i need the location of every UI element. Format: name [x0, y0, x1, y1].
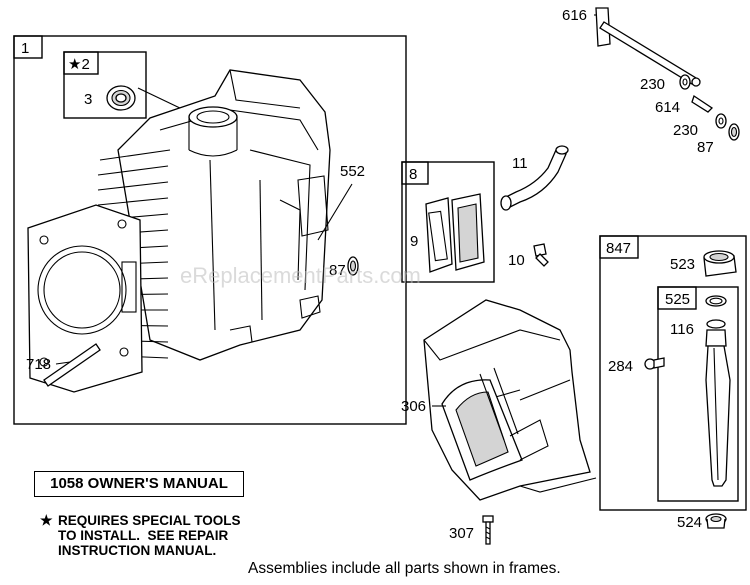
frame-engine-block-tag	[13, 35, 43, 59]
frame-bearing-kit-number: ★2	[68, 56, 90, 73]
label-part-seal-block: 87	[329, 262, 346, 279]
label-part-air-guide: 306	[401, 398, 426, 415]
label-part-washer-upper: 230	[640, 76, 665, 93]
label-part-dowel-pin: 718	[26, 356, 51, 373]
star-icon: ★	[40, 512, 53, 528]
dipstick-tube-part	[705, 319, 731, 487]
special-tools-note-line-1: REQUIRES SPECIAL TOOLS	[58, 513, 241, 528]
frame-dipstick-assembly	[599, 235, 747, 511]
o-ring-part	[705, 295, 727, 307]
dowel-pin-part	[43, 343, 101, 387]
label-part-retainer: 614	[655, 99, 680, 116]
frame-dipstick-assembly-tag	[599, 235, 639, 259]
label-part-bearing: 3	[84, 91, 92, 108]
label-part-tube-screw: 284	[608, 358, 633, 375]
frame-dipstick-tube-kit-tag	[657, 286, 697, 310]
frame-bearing-kit-tag	[63, 51, 99, 75]
frame-dipstick-tube-kit-number: 525	[665, 291, 690, 308]
label-part-o-ring: 116	[670, 321, 694, 338]
label-part-dipstick-cap: 523	[670, 256, 695, 273]
frame-dipstick-tube-kit	[657, 286, 739, 502]
screw-part	[533, 243, 549, 267]
frame-engine-block	[13, 35, 407, 425]
special-tools-note-line-3: INSTRUCTION MANUAL.	[58, 543, 217, 558]
label-part-washer-lower: 230	[673, 122, 698, 139]
gasket-part	[425, 197, 453, 273]
label-part-tube-grommet: 524	[677, 514, 702, 531]
seal-right-part	[728, 123, 740, 141]
washer-upper-part	[679, 74, 691, 90]
special-tools-note-line-2: TO INSTALL. SEE REPAIR	[58, 528, 229, 543]
frame-bearing-kit	[63, 51, 147, 119]
owners-manual-label: 1058 OWNER'S MANUAL	[34, 471, 244, 497]
engine-block-part	[27, 69, 331, 393]
air-guide-part	[423, 299, 597, 501]
frame-gasket-kit-number: 8	[409, 166, 417, 183]
frame-gasket-kit-tag	[401, 161, 429, 185]
breather-rod-part	[595, 7, 701, 87]
air-guide-screw-part	[482, 515, 494, 545]
label-part-breather-tube: 11	[512, 155, 528, 172]
breather-tube-part	[500, 145, 569, 211]
bearing-part	[106, 85, 136, 111]
frames-caption: Assemblies include all parts shown in fr…	[248, 560, 561, 577]
leader-dowel-pin	[55, 361, 71, 365]
washer-lower-part	[715, 113, 727, 129]
label-part-screw: 10	[508, 252, 525, 269]
label-part-stud: 552	[340, 163, 365, 180]
tube-screw-part	[644, 357, 665, 370]
seal-block-part	[347, 256, 359, 276]
label-part-seal-right: 87	[697, 139, 714, 156]
frame-gasket-kit	[401, 161, 495, 283]
label-part-breather-rod: 616	[562, 7, 587, 24]
frame-dipstick-assembly-number: 847	[606, 240, 631, 257]
watermark-text: eReplacementParts.com	[180, 263, 421, 288]
label-part-gasket: 9	[410, 233, 418, 250]
leader-stud	[317, 183, 353, 241]
tube-grommet-part	[705, 513, 727, 529]
label-part-air-guide-screw: 307	[449, 525, 474, 542]
dipstick-cap-part	[703, 250, 737, 277]
retainer-part	[691, 94, 714, 113]
frame-engine-block-number: 1	[21, 40, 29, 57]
breather-cover-part	[451, 193, 485, 271]
